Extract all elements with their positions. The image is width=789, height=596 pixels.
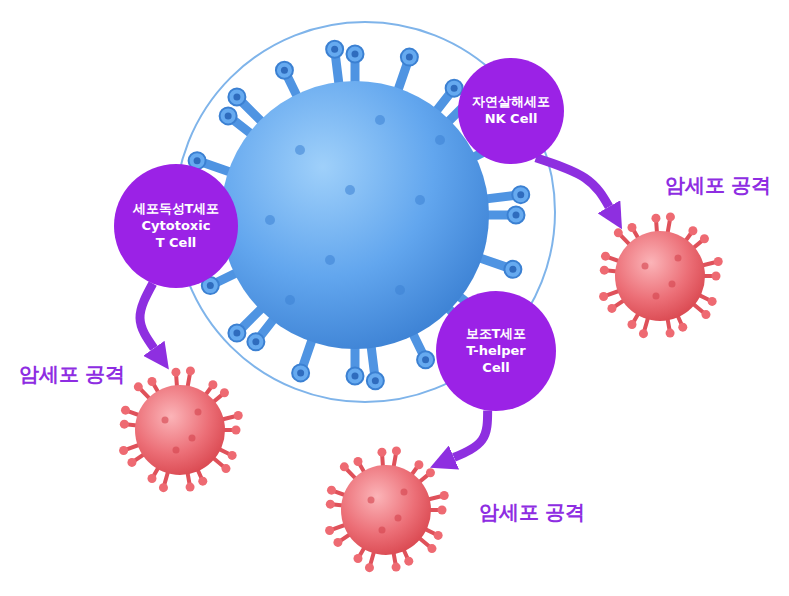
- badge-fill: [114, 164, 238, 288]
- cell-name-english: NK Cell: [485, 111, 538, 128]
- attack-arrow: [454, 410, 488, 457]
- cancer-cell-body: [325, 446, 449, 572]
- immune-cell-badge: 보조T세포T-helper Cell: [436, 291, 556, 411]
- surface-dot: [325, 255, 335, 265]
- cell-name-english: Cytotoxic T Cell: [136, 218, 216, 252]
- cancer-cell: 암세포 공격: [594, 210, 726, 342]
- cancer-cell-shape: [320, 444, 452, 576]
- surface-dot: [345, 185, 355, 195]
- cancer-cell-body: [599, 212, 723, 338]
- attack-label: 암세포 공격: [479, 500, 586, 524]
- cancer-cell-shape: [114, 364, 246, 496]
- cell-surface-dots: [265, 115, 445, 305]
- surface-dot: [285, 295, 295, 305]
- immune-cell-badge: 자연살해세포NK Cell: [458, 58, 564, 164]
- attack-label: 암세포 공격: [19, 362, 126, 386]
- immune-cell-badge: 세포독성T세포Cytotoxic T Cell: [114, 164, 238, 288]
- surface-dot: [415, 195, 425, 205]
- cancer-cell-body: [119, 366, 243, 492]
- surface-dot: [265, 215, 275, 225]
- cancer-cell-shape: [594, 210, 726, 342]
- attack-arrow: [536, 158, 609, 207]
- surface-dot: [395, 285, 405, 295]
- attack-arrow: [140, 283, 154, 348]
- cell-name-korean: 보조T세포: [466, 326, 527, 343]
- badge-text-group: 보조T세포T-helper Cell: [466, 326, 527, 377]
- cancer-cell: 암세포 공격: [320, 444, 452, 576]
- badge-text-group: 자연살해세포NK Cell: [472, 94, 550, 128]
- surface-dot: [295, 145, 305, 155]
- immune-cell-body: [221, 81, 489, 349]
- badge-text-group: 세포독성T세포Cytotoxic T Cell: [133, 201, 220, 252]
- cell-name-english: T-helper Cell: [466, 343, 527, 377]
- badge-fill: [436, 291, 556, 411]
- attack-label: 암세포 공격: [665, 173, 772, 197]
- surface-dot: [375, 115, 385, 125]
- cancer-cell: 암세포 공격: [114, 364, 246, 496]
- cell-name-korean: 자연살해세포: [472, 94, 550, 111]
- badge-fill: [458, 58, 564, 164]
- cell-name-korean: 세포독성T세포: [133, 201, 220, 218]
- surface-dot: [435, 135, 445, 145]
